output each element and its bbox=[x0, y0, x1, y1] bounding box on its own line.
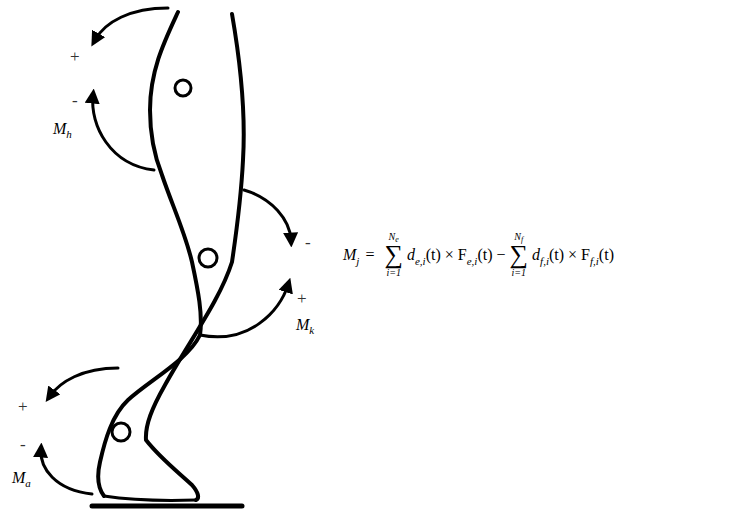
moment-label: Ma bbox=[12, 470, 31, 489]
eq-symbol: d bbox=[407, 246, 415, 264]
moment-symbol: M bbox=[296, 316, 309, 333]
eq-subscript: j bbox=[356, 255, 359, 267]
sign-label: + bbox=[70, 48, 80, 65]
sum-sign: ∑ bbox=[384, 242, 403, 268]
eq-subscript: f,i bbox=[540, 255, 549, 267]
sum-upper: Nf bbox=[514, 232, 523, 242]
sum-block: Ne ∑ i=1 bbox=[384, 232, 403, 278]
sum-sign: ∑ bbox=[510, 242, 529, 268]
eq-text: (t) bbox=[599, 246, 614, 264]
sum-upper: Ne bbox=[389, 232, 399, 242]
eq-text: (t) − bbox=[477, 246, 505, 264]
sign-label: + bbox=[297, 290, 307, 307]
moment-label: Mh bbox=[53, 121, 72, 140]
eq-subscript: e,i bbox=[467, 255, 478, 267]
joint-subscript: h bbox=[66, 128, 72, 140]
sign-label: - bbox=[305, 234, 311, 251]
eq-term: Mj bbox=[343, 246, 359, 264]
sign-label: - bbox=[72, 92, 78, 109]
eq-text: (t) × F bbox=[426, 246, 467, 264]
sum-block: Nf ∑ i=1 bbox=[510, 232, 529, 278]
eq-subscript: f,i bbox=[590, 255, 599, 267]
moment-equation: Mj = Ne ∑ i=1 de,i(t) × Fe,i(t) − Nf ∑ i… bbox=[343, 232, 614, 278]
sign-label: - bbox=[20, 436, 26, 453]
sum-lower: i=1 bbox=[512, 268, 527, 278]
moment-symbol: M bbox=[53, 120, 66, 137]
eq-term: de,i(t) × Fe,i(t) − bbox=[407, 246, 506, 264]
eq-text: (t) × F bbox=[549, 246, 590, 264]
joint-subscript: k bbox=[309, 324, 314, 336]
eq-symbol: d bbox=[532, 246, 540, 264]
moment-label: Mk bbox=[296, 317, 314, 336]
eq-operator: = bbox=[365, 246, 374, 264]
eq-symbol: N bbox=[389, 231, 396, 242]
eq-term: df,i(t) × Ff,i(t) bbox=[532, 246, 614, 264]
moment-symbol: M bbox=[12, 469, 25, 486]
eq-symbol: N bbox=[514, 231, 521, 242]
sum-lower: i=1 bbox=[386, 268, 401, 278]
joint-subscript: a bbox=[25, 477, 31, 489]
eq-subscript: e,i bbox=[415, 255, 426, 267]
eq-symbol: M bbox=[343, 246, 356, 264]
sign-label: + bbox=[18, 398, 28, 415]
